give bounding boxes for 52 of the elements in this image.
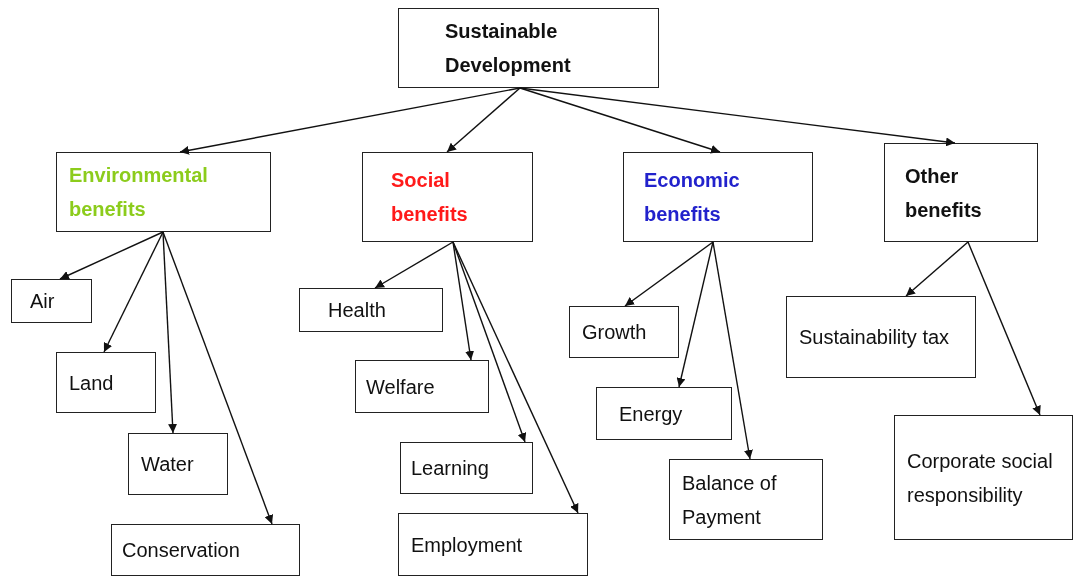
- arrow: [162, 231, 274, 525]
- category-label: Environmental benefits: [69, 163, 209, 222]
- item-box: [299, 288, 443, 332]
- arrow: [452, 241, 579, 514]
- item-label: Health: [328, 298, 387, 323]
- item-box: [11, 279, 92, 323]
- category-label: Social benefits: [391, 168, 469, 227]
- item-box: [596, 387, 732, 440]
- arrow: [162, 231, 178, 434]
- item-label: Welfare: [366, 374, 436, 400]
- arrow: [179, 87, 521, 155]
- arrow: [452, 241, 475, 361]
- item-label: Land: [69, 370, 115, 396]
- arrow: [967, 241, 1041, 416]
- item-box: [355, 360, 489, 413]
- item-label: Conservation: [122, 538, 241, 563]
- category-box: [623, 152, 813, 242]
- arrow: [676, 241, 714, 388]
- item-label: Sustainability tax: [799, 325, 951, 350]
- item-label: Energy: [619, 401, 684, 427]
- item-box: [111, 524, 300, 576]
- category-label: Other benefits: [905, 163, 983, 223]
- item-box: [400, 442, 533, 494]
- item-label: Air: [30, 289, 56, 314]
- arrow: [103, 231, 164, 353]
- category-label: Economic benefits: [644, 168, 741, 227]
- arrow: [624, 241, 714, 307]
- item-box: [786, 296, 976, 378]
- category-box: [884, 143, 1038, 242]
- arrow: [374, 241, 454, 289]
- category-box: [362, 152, 533, 242]
- item-box: [569, 306, 679, 358]
- item-label: Corporate social responsibility: [907, 448, 1054, 508]
- item-label: Learning: [411, 456, 490, 481]
- item-box: [398, 513, 588, 576]
- item-box: [894, 415, 1073, 540]
- item-box: [56, 352, 156, 413]
- item-label: Growth: [582, 320, 648, 345]
- item-box: [669, 459, 823, 540]
- arrow: [905, 241, 969, 297]
- category-label: Sustainable Development: [445, 19, 572, 78]
- category-box: [56, 152, 271, 232]
- item-box: [128, 433, 228, 495]
- item-label: Balance of Payment: [682, 470, 778, 530]
- arrow: [712, 241, 753, 460]
- category-box: [398, 8, 659, 88]
- arrow: [59, 231, 164, 280]
- item-label: Employment: [411, 532, 524, 558]
- arrow: [519, 87, 721, 154]
- arrow: [519, 87, 956, 147]
- item-label: Water: [141, 452, 195, 477]
- arrow: [446, 87, 521, 153]
